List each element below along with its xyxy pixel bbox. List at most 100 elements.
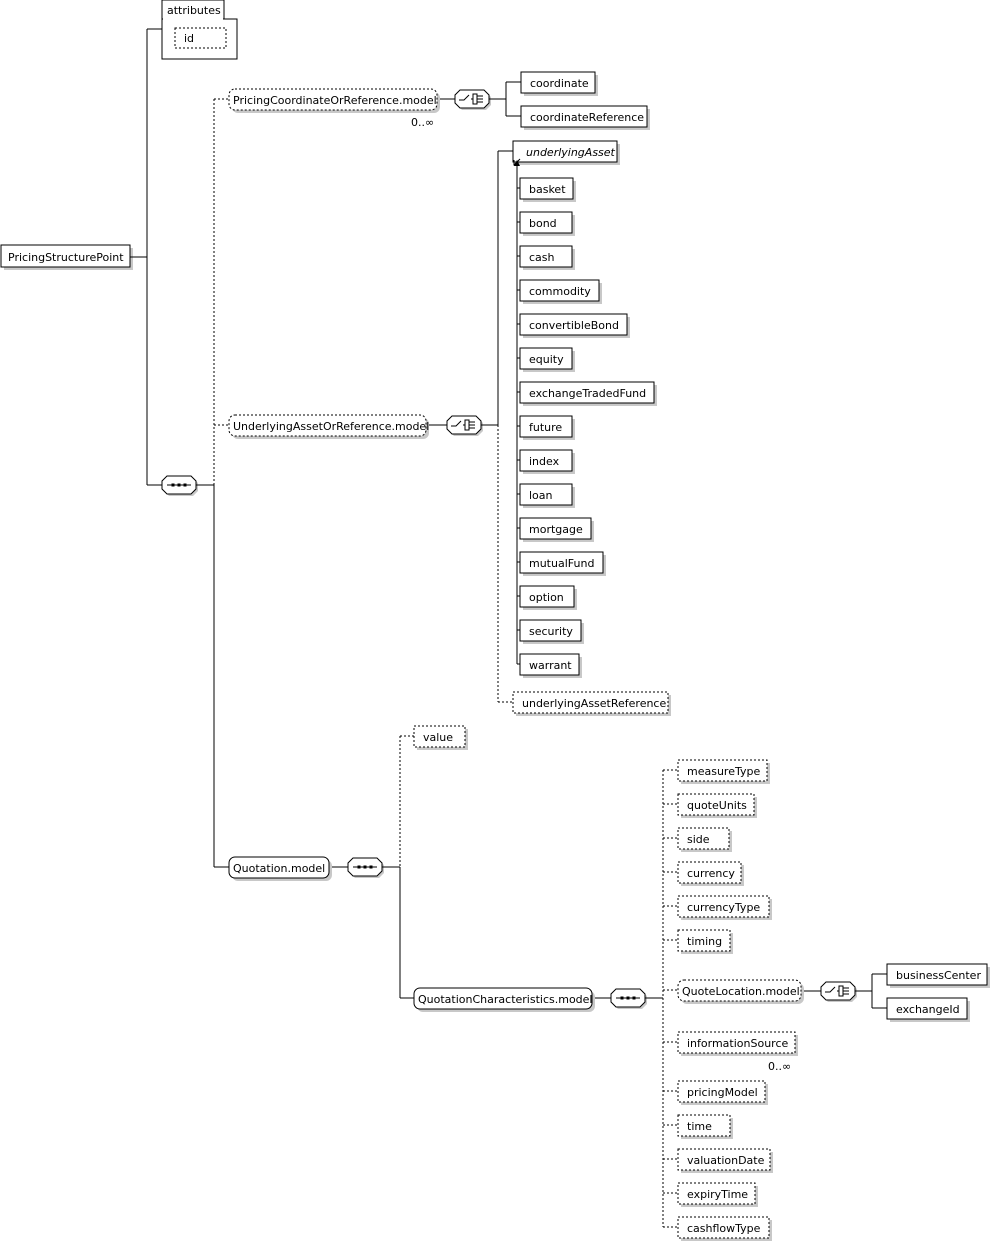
characteristic-valuationdate-frame — [677, 1148, 771, 1171]
main-sequence-dot — [171, 483, 175, 487]
substitution-index-frame — [519, 449, 573, 472]
underlying-asset-reference-element-frame — [512, 691, 669, 714]
characteristic-side: side — [687, 833, 710, 846]
characteristics-group: QuotationCharacteristics.model — [418, 993, 593, 1006]
characteristics-sequence-dot — [620, 996, 624, 1000]
substitution-basket: basket — [529, 183, 566, 196]
characteristic-valuationdate: valuationDate — [687, 1154, 765, 1167]
quote-location-choice-switch — [825, 986, 836, 993]
main-sequence-dot — [177, 483, 181, 487]
exchange-id-element: exchangeId — [896, 1003, 960, 1016]
characteristic-quoteunits-frame — [677, 793, 755, 816]
substitution-option-frame — [519, 585, 575, 608]
coordinate-reference-element: coordinateReference — [530, 111, 645, 124]
characteristic-currency: currency — [687, 867, 735, 880]
characteristic-expirytime-frame — [677, 1182, 756, 1205]
exchange-id-element-frame — [886, 997, 968, 1020]
value-element: value — [423, 731, 454, 744]
substitution-security-frame — [519, 619, 582, 642]
characteristics-group-frame — [413, 987, 593, 1010]
quotation-group-frame — [228, 856, 330, 879]
underlying-asset-reference-element: underlyingAssetReference — [522, 697, 667, 710]
characteristic-timing: timing — [687, 935, 723, 948]
value-element-frame — [413, 725, 466, 748]
substitution-loan-frame — [519, 483, 573, 506]
pricing-coordinate-choice-bracket — [472, 93, 478, 105]
substitution-option: option — [529, 591, 564, 604]
substitution-commodity: commodity — [529, 285, 591, 298]
characteristic-side-frame — [677, 827, 730, 850]
coordinate-element-frame — [520, 71, 596, 94]
pricing-coordinate-group: PricingCoordinateOrReference.model — [233, 94, 437, 107]
characteristic-pricingmodel: pricingModel — [687, 1086, 758, 1099]
characteristic-time-frame — [677, 1114, 731, 1137]
substitution-convertiblebond: convertibleBond — [529, 319, 619, 332]
pricing-coordinate-cardinality: 0..∞ — [411, 116, 435, 129]
substitution-arrow — [514, 160, 520, 166]
information-source-cardinality: 0..∞ — [768, 1060, 792, 1073]
substitution-exchangetradedfund-frame — [519, 381, 655, 404]
substitution-future-frame — [519, 415, 573, 438]
quotation-sequence-dot — [363, 865, 367, 869]
attribute-id: id — [184, 32, 195, 45]
substitution-security: security — [529, 625, 573, 638]
characteristic-pricingmodel-frame — [677, 1080, 766, 1103]
substitution-cash: cash — [529, 251, 555, 264]
substitution-warrant: warrant — [529, 659, 572, 672]
characteristic-currencytype-frame — [677, 895, 770, 918]
characteristic-measuretype-frame — [677, 759, 768, 782]
substitution-mutualfund: mutualFund — [529, 557, 595, 570]
characteristic-timing-frame — [677, 929, 731, 952]
pricing-coordinate-group-frame — [228, 88, 438, 111]
underlying-choice-switch — [451, 420, 462, 427]
substitution-equity: equity — [529, 353, 564, 366]
characteristic-cashflowtype: cashflowType — [687, 1222, 761, 1235]
underlying-choice-bracket — [464, 419, 470, 431]
substitution-index: index — [529, 455, 560, 468]
root-element: PricingStructurePoint — [8, 251, 124, 264]
characteristic-informationsource: informationSource — [687, 1037, 789, 1050]
substitution-commodity-frame — [519, 279, 600, 302]
pricing-coordinate-choice-switch — [459, 94, 470, 101]
business-center-element: businessCenter — [896, 969, 981, 982]
characteristic-quotelocation-model-frame — [677, 979, 802, 1002]
substitution-convertiblebond-frame — [519, 313, 628, 336]
quote-location-choice-bracket — [838, 985, 844, 997]
characteristic-currencytype: currencyType — [687, 901, 761, 914]
underlying-group: UnderlyingAssetOrReference.model — [233, 420, 430, 433]
root-element-frame — [0, 244, 131, 268]
characteristics-sequence-dot — [632, 996, 636, 1000]
characteristic-quotelocation-model: QuoteLocation.model — [682, 985, 800, 998]
substitution-mutualfund-frame — [519, 551, 604, 574]
quotation-group: Quotation.model — [233, 862, 326, 875]
substitution-mortgage-frame — [519, 517, 592, 540]
substitution-bond-frame — [519, 211, 573, 234]
characteristic-cashflowtype-frame — [677, 1216, 770, 1239]
substitution-loan: loan — [529, 489, 553, 502]
coordinate-reference-element-frame — [520, 105, 648, 128]
quotation-sequence-dot — [357, 865, 361, 869]
characteristic-measuretype: measureType — [687, 765, 761, 778]
substitution-mortgage: mortgage — [529, 523, 583, 536]
attributes-title: attributes — [167, 4, 221, 17]
substitution-equity-frame — [519, 347, 573, 370]
coordinate-element: coordinate — [530, 77, 589, 90]
main-sequence-dot — [183, 483, 187, 487]
substitution-future: future — [529, 421, 563, 434]
characteristics-sequence-dot — [626, 996, 630, 1000]
quotation-sequence-dot — [369, 865, 373, 869]
characteristic-expirytime: expiryTime — [687, 1188, 749, 1201]
business-center-element-frame — [886, 963, 988, 986]
substitution-basket-frame — [519, 177, 574, 200]
attributes-tab-join — [163, 18, 223, 20]
characteristic-currency-frame — [677, 861, 742, 884]
underlying-group-frame — [228, 414, 427, 437]
characteristic-informationsource-frame — [677, 1031, 796, 1054]
characteristic-time: time — [687, 1120, 712, 1133]
substitution-exchangetradedfund: exchangeTradedFund — [529, 387, 647, 400]
substitution-warrant-frame — [519, 653, 580, 676]
characteristic-quoteunits: quoteUnits — [687, 799, 747, 812]
underlying-asset-element-frame — [512, 140, 618, 163]
attribute-id-frame — [174, 27, 227, 49]
